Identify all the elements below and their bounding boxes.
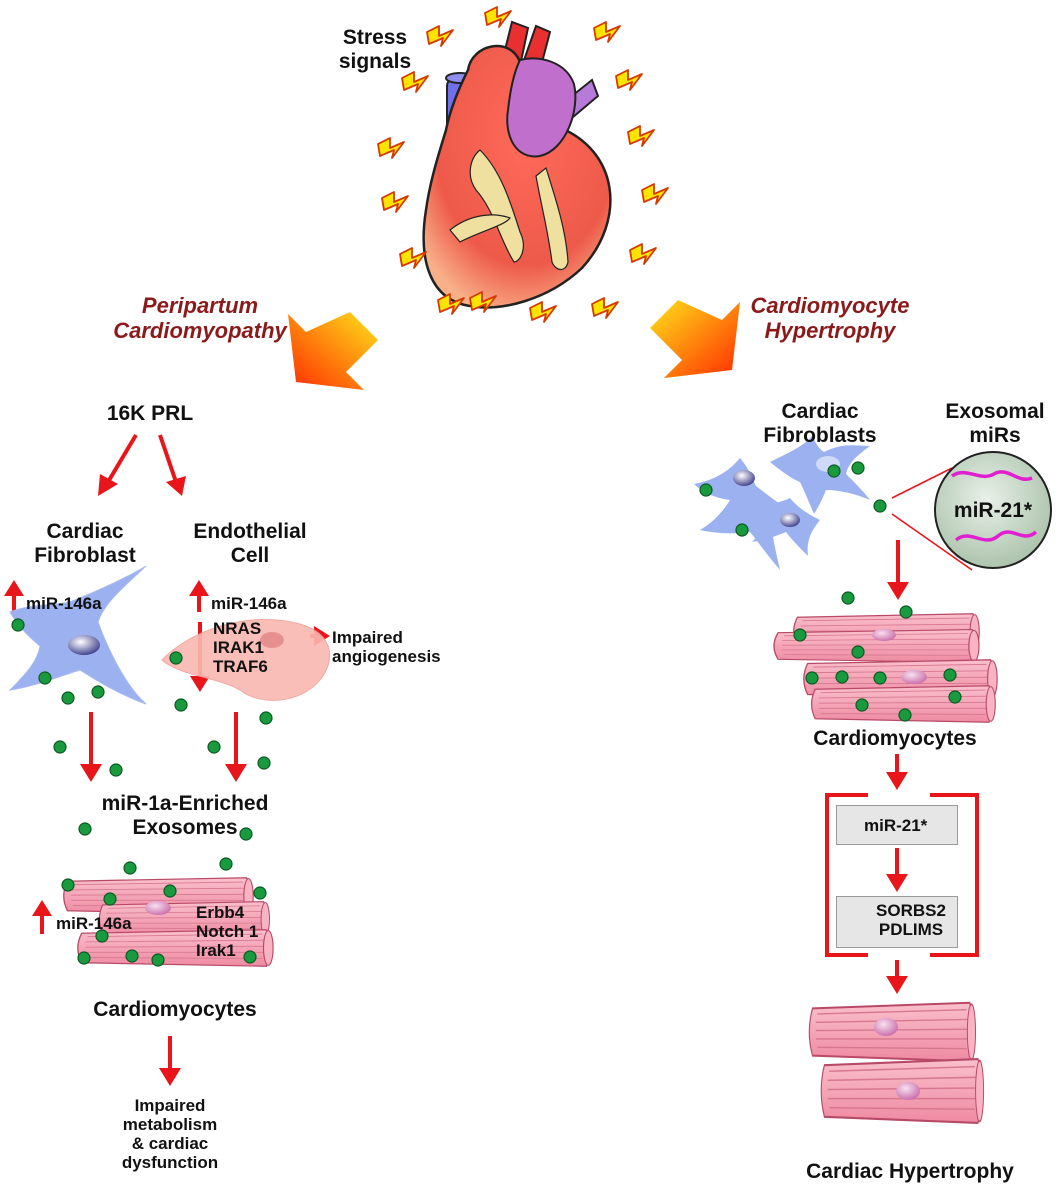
endothelial-cell xyxy=(161,618,331,701)
cardiac-fibroblasts-label: Cardiac Fibroblasts xyxy=(763,400,877,447)
hypertrophy-title: Cardiomyocyte Hypertrophy xyxy=(750,293,910,343)
exosome-dot xyxy=(103,892,117,906)
fibroblast-mir-146a: miR-146a xyxy=(26,594,102,613)
exosome-dot xyxy=(163,884,177,898)
exosome-dot xyxy=(151,953,165,967)
stress-signals-label: Stress signals xyxy=(338,26,412,73)
exosome-dot xyxy=(78,822,92,836)
exosome-dot xyxy=(257,756,271,770)
exosome-dot xyxy=(219,857,233,871)
pathway-bracket xyxy=(825,793,979,957)
exosome-dot xyxy=(793,628,807,642)
endothelial-targets: NRAS IRAK1 TRAF6 xyxy=(213,619,268,677)
exosome-dot xyxy=(873,499,887,513)
right-fibroblast-cells xyxy=(694,436,870,570)
left-cardiomyocytes-label: Cardiomyocytes xyxy=(93,998,257,1021)
exosome-dot xyxy=(699,483,713,497)
exosome-dot xyxy=(61,691,75,705)
exosome-dot xyxy=(899,605,913,619)
left-fibroblast-cell xyxy=(8,565,147,705)
exosome-dot xyxy=(61,878,75,892)
exosome-dot xyxy=(841,591,855,605)
left-cardiomyocytes xyxy=(63,877,274,967)
exosome-dot xyxy=(125,949,139,963)
endothelial-mir-146a: miR-146a xyxy=(211,594,287,613)
exosome-dot xyxy=(11,618,25,632)
exosome-mir-21-label: miR-21* xyxy=(953,499,1033,522)
right-cardiomyocytes-label: Cardiomyocytes xyxy=(813,727,977,750)
exosome-dot xyxy=(38,671,52,685)
exosome-callout xyxy=(891,451,1052,571)
exosome-dot xyxy=(851,645,865,659)
exosome-dot xyxy=(109,763,123,777)
heart-illustration xyxy=(422,20,612,309)
sorbs2-downregulation-box xyxy=(836,896,958,948)
exosome-dot xyxy=(77,951,91,965)
peripartum-title: Peripartum Cardiomyopathy xyxy=(113,293,287,343)
exosome-dot xyxy=(253,886,267,900)
box-target-genes: SORBS2 PDLIMS xyxy=(876,901,946,940)
cardiac-hypertrophy-label: Cardiac Hypertrophy xyxy=(806,1160,1014,1183)
exosomes-label: miR-1a-Enriched Exosomes xyxy=(101,792,269,839)
exosome-dot xyxy=(873,671,887,685)
exosome-dot xyxy=(95,929,109,943)
endothelial-cell-label: Endothelial Cell xyxy=(193,520,307,567)
exosome-dot xyxy=(91,685,105,699)
exosome-dot xyxy=(805,671,819,685)
exosome-dot xyxy=(259,711,273,725)
cardiomyocyte-mir-146a: miR-146a xyxy=(56,914,132,933)
exosome-dot xyxy=(851,461,865,475)
exosome-dot xyxy=(855,698,869,712)
mir-21-upregulation-box xyxy=(836,805,958,845)
exosome-dot xyxy=(835,670,849,684)
right-branch-arrow xyxy=(650,300,740,378)
exosome-dot xyxy=(174,698,188,712)
exosomal-mirs-label: Exosomal miRs xyxy=(945,400,1045,447)
exosome-dots xyxy=(11,461,962,967)
cardiac-fibroblast-label: Cardiac Fibroblast xyxy=(34,520,136,567)
exosome-dot xyxy=(948,690,962,704)
exosome-dot xyxy=(123,861,137,875)
exosome-dot xyxy=(898,708,912,722)
right-cardiomyocytes xyxy=(773,613,998,723)
exosome-dot xyxy=(943,668,957,682)
box-mir-21-label: miR-21* xyxy=(864,816,928,835)
left-branch-arrow xyxy=(288,312,378,390)
impaired-angiogenesis: Impaired angiogenesis xyxy=(332,628,441,667)
exosome-dot xyxy=(243,950,257,964)
exosome-dot xyxy=(53,740,67,754)
exosome-dot xyxy=(239,827,253,841)
exosome-dot xyxy=(169,651,183,665)
exosome-dot xyxy=(735,523,749,537)
cardiomyocyte-targets: Erbb4 Notch 1 Irak1 xyxy=(196,903,259,961)
exosome-dot xyxy=(207,740,221,754)
exosome-dot xyxy=(827,464,841,478)
left-outcome-label: Impaired metabolism & cardiac dysfunctio… xyxy=(121,1096,219,1173)
hypertrophy-cells xyxy=(808,1001,985,1125)
prl-trigger-label: 16K PRL xyxy=(106,402,194,425)
